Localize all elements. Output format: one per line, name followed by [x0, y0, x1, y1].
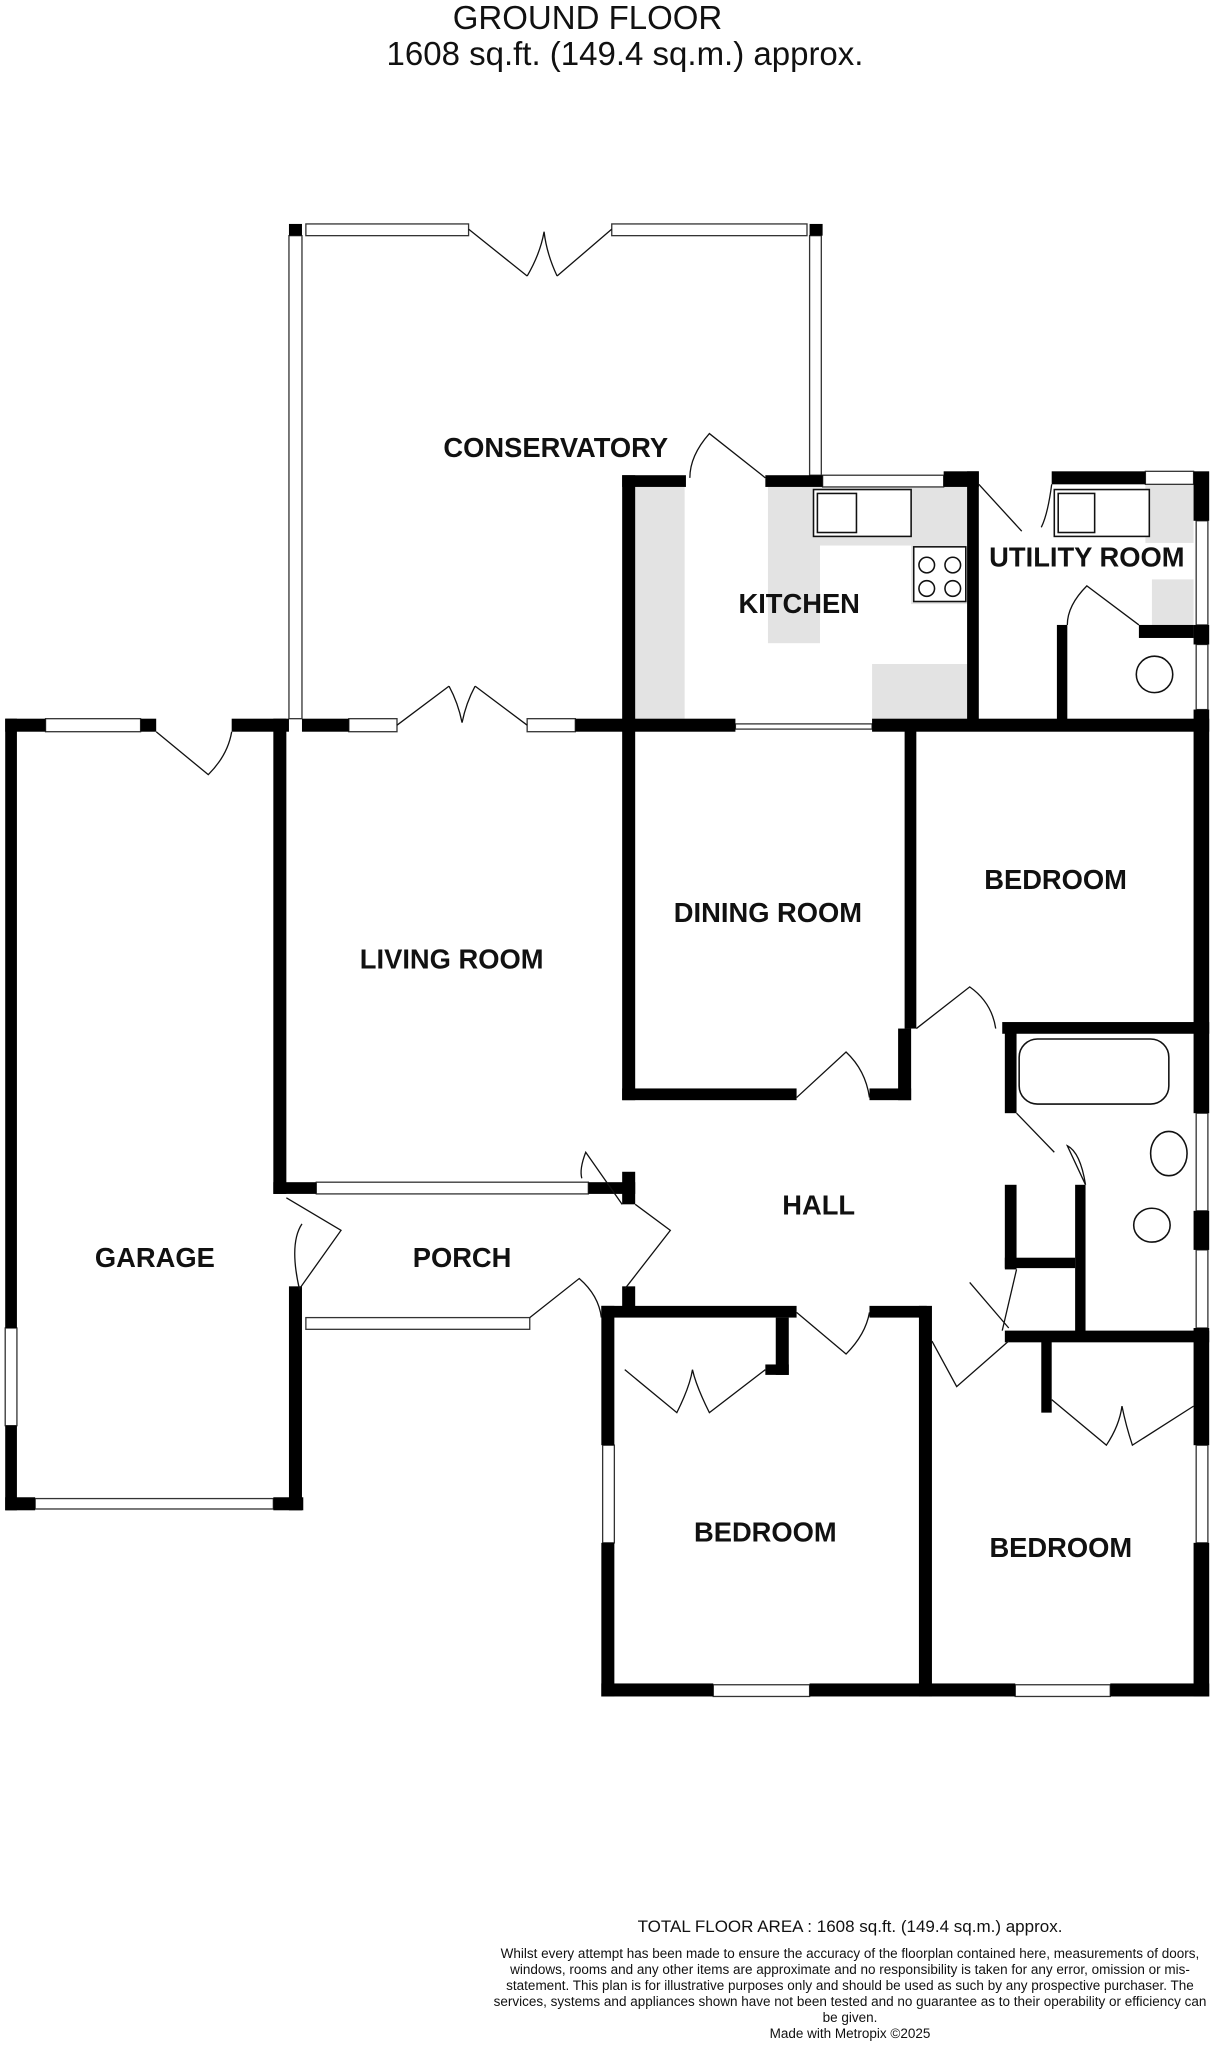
total-floor-area: TOTAL FLOOR AREA : 1608 sq.ft. (149.4 sq… — [637, 1917, 1063, 1936]
disclaimer: Whilst every attempt has been made to en… — [490, 1946, 1210, 2042]
credit: Made with Metropix ©2025 — [769, 2026, 931, 2041]
room-label-kitchen: KITCHEN — [738, 588, 859, 619]
room-label-utility: UTILITY ROOM — [989, 541, 1184, 572]
room-label-dining-room: DINING ROOM — [674, 897, 862, 928]
room-label-conservatory: CONSERVATORY — [443, 432, 668, 463]
room-label-bedroom: BEDROOM — [694, 1517, 837, 1548]
walls — [5, 223, 1210, 1697]
room-label-bedroom: BEDROOM — [989, 1532, 1132, 1563]
room-label-living-room: LIVING ROOM — [360, 944, 544, 975]
room-label-hall: HALL — [782, 1190, 855, 1221]
room-label-bedroom: BEDROOM — [984, 864, 1127, 895]
room-label-porch: PORCH — [413, 1242, 512, 1273]
room-label-garage: GARAGE — [95, 1242, 215, 1273]
floor-area: 1608 sq.ft. (149.4 sq.m.) approx. — [386, 35, 864, 72]
sinks — [812, 488, 1188, 1243]
disclaimer-text: Whilst every attempt has been made to en… — [493, 1946, 1207, 2025]
floor-title: GROUND FLOOR — [452, 0, 723, 36]
doors — [155, 228, 1194, 1447]
